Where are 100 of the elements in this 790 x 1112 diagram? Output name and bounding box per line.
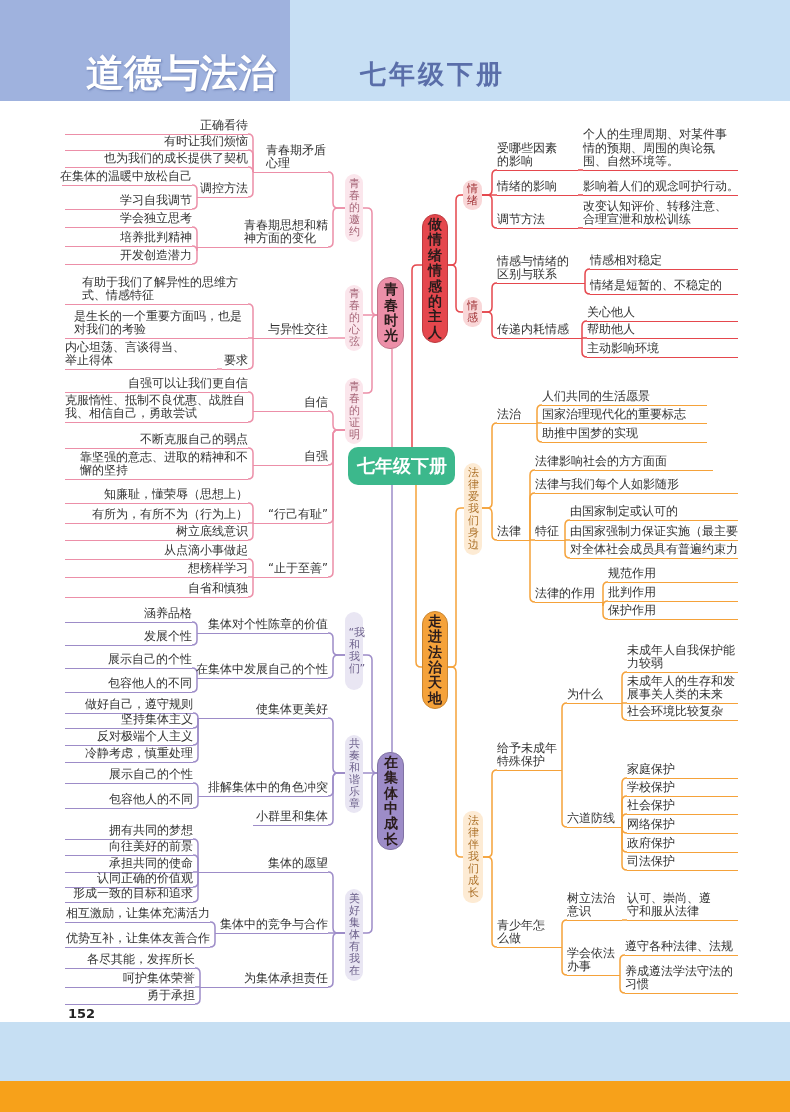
branch-line — [577, 169, 584, 171]
branch-label: 发展个性 — [65, 630, 192, 646]
branch-line — [561, 919, 568, 948]
branch-label: 树立法治意识 — [567, 891, 622, 921]
branch-line — [391, 348, 393, 448]
branch-label: 影响着人们的观念呵护行动。 — [583, 180, 738, 196]
branch-label: 认可、崇尚、遵守和服从法律 — [627, 891, 738, 921]
branch-label: 学习自我调节 — [65, 194, 192, 210]
sub-branch-pill: 情绪 — [463, 180, 482, 210]
branch-line — [247, 337, 254, 339]
branch-line — [247, 576, 254, 578]
sub-branch-pill: “我和我们” — [345, 612, 363, 690]
branch-label: 青春期矛盾心理 — [253, 143, 328, 173]
branch-label: 为什么 — [567, 688, 622, 704]
branch-line — [194, 986, 201, 1005]
branch-line — [191, 226, 198, 248]
branch-line — [192, 712, 199, 719]
header-title: 道德与法治 — [86, 50, 276, 96]
branch-label: 集体的愿望 — [198, 857, 328, 873]
branch-label: 培养批判精神 — [65, 231, 192, 247]
branch-label: 自强可以让我们更自信 — [65, 377, 248, 393]
branch-line — [481, 194, 498, 229]
branch-line — [621, 702, 628, 721]
branch-label: 人们共同的生活愿景 — [542, 390, 707, 406]
branch-line — [536, 422, 543, 443]
branch-line — [247, 522, 254, 524]
branch-label: 改变认知评价、转移注意、合理宣泄和放松训练 — [583, 199, 738, 229]
branch-line — [247, 171, 254, 198]
branch-line — [191, 196, 198, 210]
branch-label: 勇于承担 — [65, 989, 195, 1005]
branch-label: 坚持集体主义 — [65, 713, 193, 729]
branch-label: 认同正确的价值观 — [65, 872, 193, 888]
branch-line — [619, 974, 626, 994]
branch-label: 内心坦荡、言谈得当、举止得体 — [65, 340, 217, 370]
branch-label: 使集体更美好 — [198, 703, 328, 719]
branch-label: 情绪的影响 — [497, 180, 578, 196]
branch-line — [191, 621, 198, 634]
branch-label: 由国家强制力保证实施（最主要 — [570, 525, 738, 541]
branch-label: 呵护集体荣誉 — [65, 972, 195, 988]
branch-line — [481, 311, 498, 339]
branch-line — [564, 539, 571, 559]
branch-label: 家庭保护 — [627, 763, 738, 779]
branch-line — [209, 921, 216, 934]
sub-branch-pill: 共奏和谐乐章 — [345, 735, 363, 813]
sub-branch-pill: 法律爱我们身边 — [464, 463, 482, 555]
branch-label: 做好自己，遵守规则 — [65, 698, 193, 714]
branch-line — [447, 666, 464, 858]
branch-label: 调控方法 — [197, 182, 248, 198]
branch-line — [411, 264, 423, 448]
branch-label: 青少年怎么做 — [497, 918, 562, 948]
branch-line — [327, 337, 346, 339]
branch-label: 关心他人 — [587, 306, 738, 322]
branch-line — [621, 671, 628, 704]
branch-line — [247, 337, 254, 370]
branch-label: 为集体承担责任 — [200, 972, 328, 988]
branch-line — [209, 932, 216, 948]
header-subtitle: 七年级下册 — [360, 58, 505, 90]
branch-line — [536, 404, 543, 424]
branch-line — [602, 581, 609, 603]
branch-line — [561, 702, 568, 771]
branch-line — [561, 946, 568, 976]
branch-line — [192, 871, 199, 903]
branch-label: 向往美好的前景 — [65, 840, 193, 856]
branch-label: 规范作用 — [608, 567, 738, 583]
branch-label: 社会保护 — [627, 799, 738, 815]
branch-line — [192, 871, 199, 873]
branch-label: 在集体中发展自己的个性 — [197, 663, 328, 679]
branch-label: 国家治理现代化的重要标志 — [542, 408, 707, 424]
branch-line — [192, 782, 199, 797]
branch-label: 开发创造潜力 — [65, 249, 192, 265]
branch-label: 排解集体中的角色冲突 — [198, 781, 328, 797]
branch-label: 给予未成年特殊保护 — [497, 741, 562, 771]
sub-branch-pill: 法律伴我们成长 — [463, 811, 483, 903]
branch-line — [247, 464, 254, 480]
branch-label: 情绪是短暂的、不稳定的 — [590, 279, 738, 295]
branch-label: 自省和慎独 — [65, 582, 248, 598]
branch-line — [327, 207, 346, 248]
branch-label: 法律影响社会的方方面面 — [535, 455, 713, 471]
branch-label: 从点滴小事做起 — [65, 544, 248, 560]
main-branch-pill: 在集体中成长 — [377, 752, 404, 850]
sub-branch-pill: 青春的心弦 — [345, 285, 363, 351]
branch-line — [621, 826, 628, 871]
branch-line — [564, 539, 571, 541]
branch-line — [194, 967, 201, 988]
branch-label: 包容他人的不同 — [65, 677, 192, 693]
branch-label: 受哪些因素的影响 — [497, 141, 578, 171]
branch-line — [192, 854, 199, 873]
branch-line — [247, 149, 254, 173]
branch-label: 与异性交往 — [253, 323, 328, 339]
branch-line — [581, 337, 588, 358]
branch-line — [192, 795, 199, 809]
branch-label: 拥有共同的梦想 — [65, 824, 193, 840]
branch-line — [481, 507, 498, 541]
branch-label: 反对极端个人主义 — [65, 730, 193, 746]
branch-line — [447, 264, 464, 313]
branch-label: 也为我们的成长提供了契机 — [65, 152, 248, 168]
branch-label: 司法保护 — [627, 855, 738, 871]
branch-line — [191, 677, 198, 693]
branch-label: 各尽其能，发挥所长 — [65, 953, 195, 969]
branch-line — [621, 813, 628, 828]
